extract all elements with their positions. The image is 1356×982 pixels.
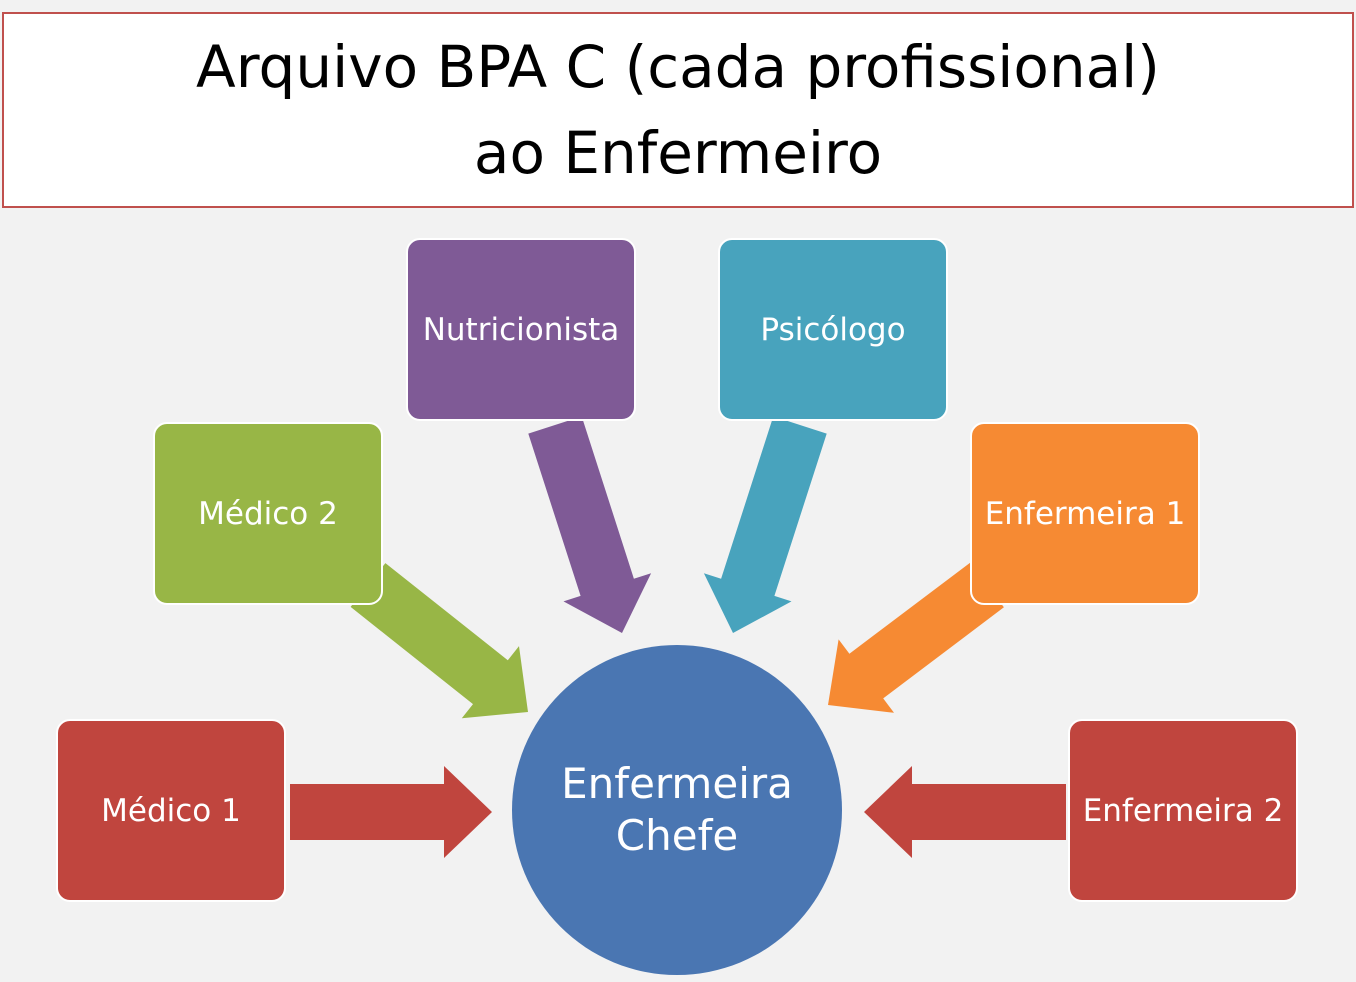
node-enfermeira-2: Enfermeira 2 xyxy=(1068,719,1298,902)
center-line-2: Chefe xyxy=(615,811,739,860)
node-label: Médico 1 xyxy=(101,792,241,829)
arrow-medico2 xyxy=(350,563,528,719)
title-line-2: ao Enfermeiro xyxy=(473,119,883,187)
node-label: Enfermeira 1 xyxy=(984,495,1186,532)
center-node-enfermeira-chefe: Enfermeira Chefe xyxy=(512,645,842,975)
arrow-medico1 xyxy=(290,766,492,858)
title-line-1: Arquivo BPA C (cada profissional) xyxy=(196,33,1160,101)
arrow-nutricionista xyxy=(528,416,652,633)
node-enfermeira-1: Enfermeira 1 xyxy=(970,422,1200,605)
arrow-enfermeira2 xyxy=(864,766,1066,858)
node-medico-1: Médico 1 xyxy=(56,719,286,902)
node-label: Médico 2 xyxy=(198,495,338,532)
title-box: Arquivo BPA C (cada profissional) ao Enf… xyxy=(2,12,1354,208)
node-nutricionista: Nutricionista xyxy=(406,238,636,421)
node-medico-2: Médico 2 xyxy=(153,422,383,605)
arrow-enfermeira1 xyxy=(828,562,1004,713)
node-label: Enfermeira 2 xyxy=(1082,792,1284,829)
node-psicologo: Psicólogo xyxy=(718,238,948,421)
arrow-psicologo xyxy=(703,416,827,633)
node-label: Psicólogo xyxy=(760,311,906,348)
center-line-1: Enfermeira xyxy=(561,759,793,808)
node-label: Nutricionista xyxy=(422,311,620,348)
